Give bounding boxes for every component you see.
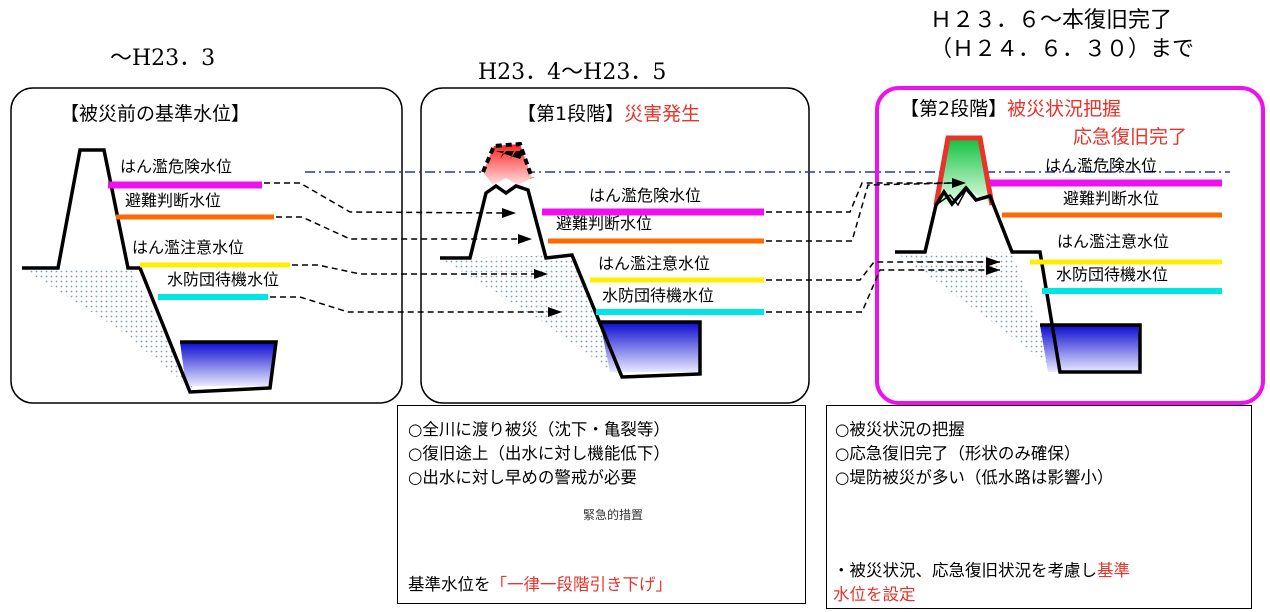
label-standby-stage2: 水防団待機水位 <box>1056 265 1169 284</box>
label-danger-stage2: はん濫危険水位 <box>1045 156 1158 175</box>
label-standby-stage1: 水防団待機水位 <box>602 286 715 305</box>
period-before: ～H23．3 <box>110 46 216 71</box>
note-stage2-result-highlight-1: 基準 <box>1097 561 1130 580</box>
panel-stage2-frame <box>875 86 1265 405</box>
note-stage2-result: ・被災状況、応急復旧状況を考慮し基準 水位を設定 <box>833 559 1130 607</box>
note-stage2-line-1: ○被災状況の把握 <box>835 420 965 439</box>
period-stage1: H23．4～H23．5 <box>478 60 667 85</box>
note-stage2-result-highlight-2: 水位を設定 <box>833 585 916 604</box>
label-standby-before: 水防団待機水位 <box>167 270 280 289</box>
panel-stage1-frame <box>420 87 810 404</box>
panel-before-title: 【被災前の基準水位】 <box>60 103 251 125</box>
river-water-stage1 <box>600 322 700 372</box>
note-stage2-line-2: ○応急復旧完了（形状のみ確保） <box>835 444 1081 463</box>
panel-stage1-title: 【第1段階】災害発生 <box>517 103 700 125</box>
panel-stage2-title-highlight-1: 被災状況把握 <box>1007 98 1122 120</box>
river-water-stage2 <box>1040 325 1140 372</box>
label-caution-stage1: はん濫注意水位 <box>598 254 711 273</box>
label-evacuation-stage1: 避難判断水位 <box>556 214 653 233</box>
panel-stage2-title-highlight-2: 応急復旧完了 <box>1073 126 1188 148</box>
restored-crest-outline-stage2 <box>933 135 995 206</box>
ground-dots-stage1 <box>440 255 620 377</box>
levee-stage1 <box>440 183 702 379</box>
label-evacuation-stage2: 避難判断水位 <box>1063 189 1160 208</box>
panel-stage1-title-prefix: 【第1段階】 <box>517 103 625 125</box>
panel-stage1-title-highlight: 災害発生 <box>624 103 701 125</box>
lost-crest-outline-stage1 <box>481 141 534 179</box>
label-danger-before: はん濫危険水位 <box>120 157 233 176</box>
note-stage1-result-highlight: 「一律一段階引き下げ」 <box>490 575 673 594</box>
river-water-before <box>180 342 276 386</box>
ground-dots-before <box>22 268 195 392</box>
levee-stage2 <box>895 185 1142 374</box>
panel-before-frame <box>10 87 403 404</box>
ground-dots-stage2 <box>895 252 1055 370</box>
drop-arrows-stage1 <box>502 208 562 317</box>
note-stage1-result: 基準水位を「一律一段階引き下げ」 <box>408 574 672 596</box>
arrows-stage2 <box>952 178 1000 275</box>
note-stage1-line-1: ○全川に渡り被災（沈下・亀裂等） <box>408 420 670 439</box>
label-danger-stage1: はん濫危険水位 <box>589 186 702 205</box>
period-stage2-line1: Ｈ２３．６～本復旧完了 <box>930 8 1173 33</box>
note-stage1-result-prefix: 基準水位を <box>408 575 491 594</box>
note-stage1-line-2: ○復旧途上（出水に対し機能低下） <box>408 444 670 463</box>
connectors-stage1-to-stage2 <box>766 182 1000 313</box>
panel-stage2-title: 【第2段階】被災状況把握 <box>900 98 1121 120</box>
label-caution-before: はん濫注意水位 <box>132 238 245 257</box>
label-caution-stage2: はん濫注意水位 <box>1057 232 1170 251</box>
label-evacuation-before: 避難判断水位 <box>125 191 222 210</box>
panel-stage2-title-prefix: 【第2段階】 <box>900 98 1008 120</box>
note-stage1-line-3: ○出水に対し早めの警戒が必要 <box>408 468 637 487</box>
period-stage2-line2: （Ｈ２４．６．３０）まで <box>930 37 1195 62</box>
note-stage2-line-3: ○堤防被災が多い（低水路は影響小） <box>835 468 1114 487</box>
note-box-stage1: ○全川に渡り被災（沈下・亀裂等） ○復旧途上（出水に対し機能低下） ○出水に対し… <box>397 405 806 604</box>
connectors-before-to-stage1 <box>264 182 548 313</box>
note-stage2-result-prefix: ・被災状況、応急復旧状況を考慮し <box>833 561 1097 580</box>
note-stage1-arrow-label: 緊急的措置 <box>583 508 644 522</box>
damage-triangles-stage1 <box>496 151 524 159</box>
restored-crest-stage2 <box>936 138 992 205</box>
levee-before <box>22 148 278 394</box>
note-box-stage2: ○被災状況の把握 ○応急復旧完了（形状のみ確保） ○堤防被災が多い（低水路は影響… <box>826 405 1252 609</box>
